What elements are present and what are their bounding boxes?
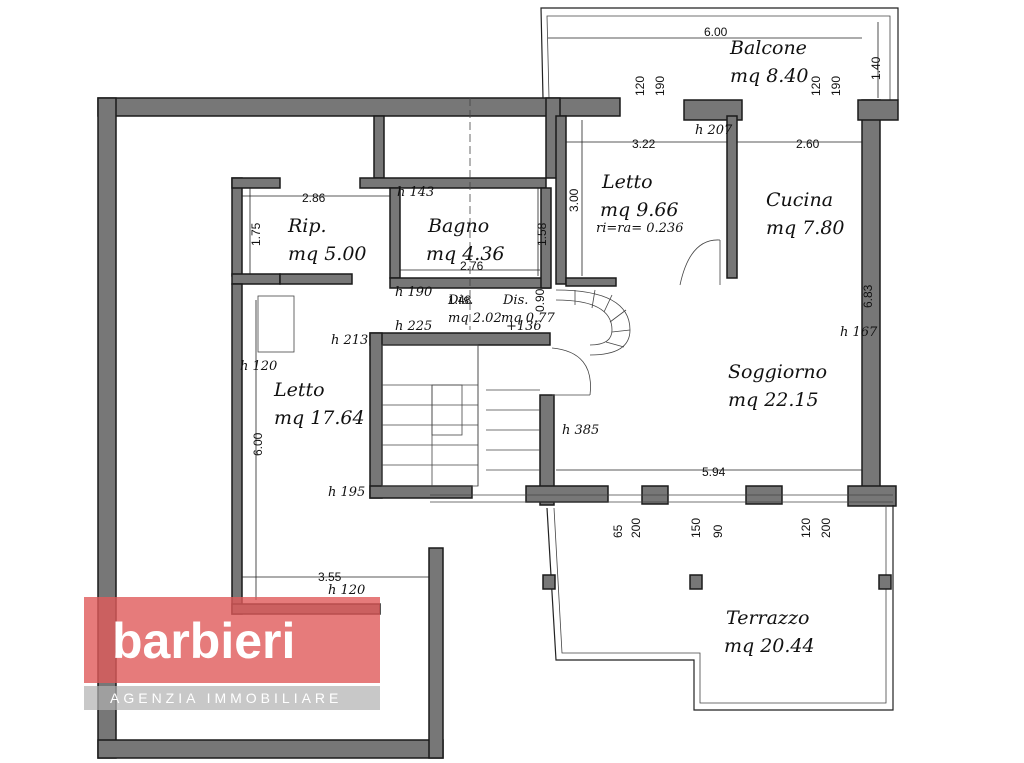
terrazzo-outline <box>430 494 894 711</box>
bagno-area: mq 4.36 <box>426 243 505 265</box>
height-label: +136 <box>506 319 542 334</box>
dim-label: 1.40 <box>869 56 883 80</box>
watermark-tagline: AGENZIA IMMOBILIARE <box>110 690 342 706</box>
dim-label: 5.94 <box>702 465 726 479</box>
height-label: h 195 <box>328 485 365 500</box>
opening-label: 90 <box>711 524 725 538</box>
opening-label: 65 <box>611 524 625 538</box>
dim-label: 1.48 <box>448 293 472 307</box>
letto-small-note: ri=ra= 0.236 <box>596 221 683 236</box>
height-label: h 120 <box>240 359 277 374</box>
height-label: h 213 <box>331 333 368 348</box>
dis2-name: Dis. <box>502 293 528 308</box>
height-label: h 143 <box>397 185 434 200</box>
balcone-name: Balcone <box>729 37 807 59</box>
dim-label: 6.00 <box>704 25 728 39</box>
opening-label: 200 <box>629 518 643 538</box>
letto-large-name: Letto <box>273 379 325 401</box>
barbieri-watermark: barbieri AGENZIA IMMOBILIARE <box>84 597 380 710</box>
dis2-area: mq 0.77 <box>501 311 555 326</box>
height-label: h 207 <box>695 123 733 138</box>
bagno-name: Bagno <box>427 215 489 237</box>
opening-label: 200 <box>819 518 833 538</box>
interior-walls <box>231 115 897 615</box>
dim-label: 3.00 <box>567 188 581 212</box>
opening-label: 190 <box>829 76 843 96</box>
dimension-lines <box>242 22 879 600</box>
watermark-brand: barbieri <box>112 613 295 669</box>
dim-label: 6.00 <box>251 432 265 456</box>
staircase <box>381 239 721 487</box>
cucina-area: mq 7.80 <box>766 217 845 239</box>
dim-label: 2.76 <box>460 259 484 273</box>
dim-label: 0.90 <box>533 288 547 312</box>
letto-large-area: mq 17.64 <box>274 407 365 429</box>
balcone-outline <box>540 7 899 100</box>
dim-label: 6.83 <box>861 284 875 308</box>
skylight <box>257 295 295 353</box>
rip-area: mq 5.00 <box>288 243 367 265</box>
letto-small-area: mq 9.66 <box>600 199 679 221</box>
dim-label: 1.58 <box>535 222 549 246</box>
opening-label: 120 <box>633 76 647 96</box>
dim-label: 3.55 <box>318 570 342 584</box>
rip-name: Rip. <box>287 215 327 237</box>
height-label: h 167 <box>840 325 878 340</box>
soggiorno-area: mq 22.15 <box>728 389 819 411</box>
dim-label: 3.22 <box>632 137 656 151</box>
height-label: h 190 <box>395 285 432 300</box>
dis1-area: mq 2.02 <box>448 311 502 326</box>
height-label: h 225 <box>395 319 432 334</box>
soggiorno-name: Soggiorno <box>728 361 827 383</box>
height-label: h 120 <box>328 583 365 598</box>
cucina-name: Cucina <box>766 189 833 211</box>
opening-label: 120 <box>809 76 823 96</box>
dim-label: 2.60 <box>796 137 820 151</box>
opening-label: 150 <box>689 518 703 538</box>
balcone-area: mq 8.40 <box>730 65 809 87</box>
dis1-name: Dis. <box>447 293 473 308</box>
dim-label: 1.75 <box>249 222 263 246</box>
opening-label: 120 <box>799 518 813 538</box>
height-label: h 385 <box>562 423 599 438</box>
opening-label: 190 <box>653 76 667 96</box>
dim-label: 2.86 <box>302 191 326 205</box>
terrazzo-area: mq 20.44 <box>724 635 815 657</box>
letto-small-name: Letto <box>601 171 653 193</box>
terrazzo-name: Terrazzo <box>726 607 809 629</box>
